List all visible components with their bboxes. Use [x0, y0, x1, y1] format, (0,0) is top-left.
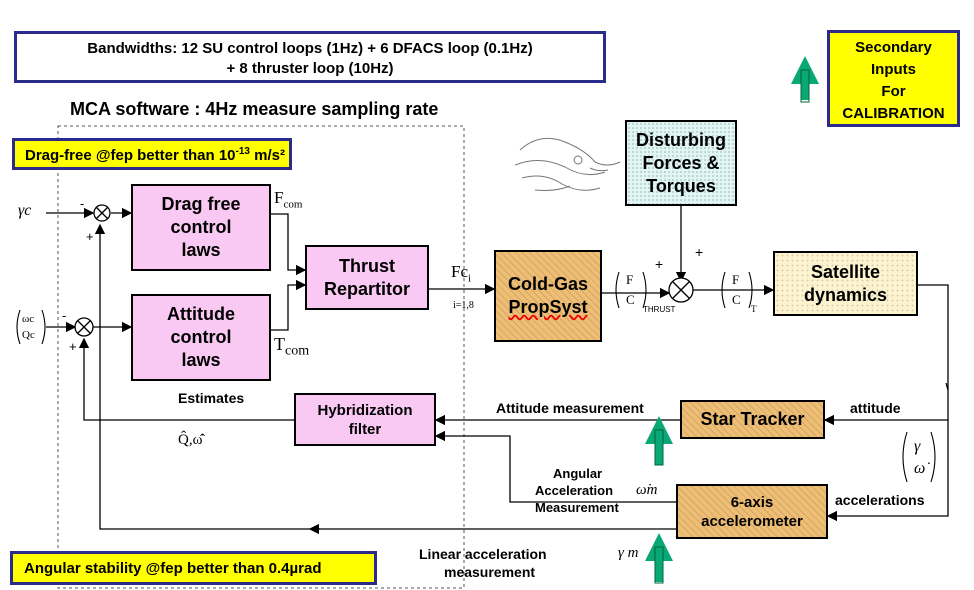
- omega-m-label: ω̇m: [636, 482, 658, 498]
- block-line: Cold-Gas: [507, 274, 588, 294]
- block-line: laws: [181, 350, 221, 370]
- block-line: accelerometer: [701, 512, 803, 530]
- t-com-sub: com: [285, 343, 310, 359]
- angular-acc-label-1: Angular: [553, 466, 603, 481]
- q-c-label: Qc: [22, 329, 35, 341]
- linear-acc-label-1: Linear acceleration: [419, 546, 547, 562]
- block-line: Attitude: [167, 304, 235, 324]
- star-tracker-block: Star Tracker: [680, 400, 825, 439]
- estimates-label: Estimates: [178, 390, 245, 406]
- plus-sign: +: [69, 339, 77, 354]
- t-com-main: T: [274, 334, 285, 354]
- angular-acc-label-2: Acceleration: [535, 483, 614, 498]
- f-thrust-f: F: [626, 272, 634, 287]
- accelerations-label: accelerations: [835, 492, 925, 508]
- bandwidths-box: Bandwidths: 12 SU control loops (1Hz) + …: [14, 31, 606, 83]
- f-t-c: C: [732, 292, 741, 307]
- secondary-line3: For: [881, 83, 906, 100]
- gamma-c-label: γc: [18, 202, 32, 219]
- block-line: dynamics: [803, 284, 888, 305]
- block-line: 6-axis: [730, 493, 774, 511]
- block-line: Disturbing: [636, 129, 726, 150]
- angular-stability-banner: Angular stability @fep better than 0.4µr…: [10, 551, 377, 585]
- plus-sign: +: [655, 256, 664, 272]
- block-line: Drag free: [161, 194, 241, 214]
- drag-free-control-block: Drag free control laws: [131, 184, 271, 271]
- drag-free-exponent: -13: [235, 146, 250, 157]
- t-sub: T: [751, 304, 757, 314]
- block-line: Repartitor: [323, 278, 410, 299]
- secondary-inputs-box: Secondary Inputs For CALIBRATION: [827, 30, 960, 127]
- mca-boundary: [57, 125, 465, 589]
- block-line: Satellite: [810, 261, 880, 282]
- drag-free-unit: m/s²: [249, 147, 285, 164]
- angular-acc-label-3: Measurement: [535, 500, 619, 515]
- wind-face-sketch: [514, 137, 621, 191]
- drag-free-text: Drag-free @fep better than 10: [25, 147, 236, 164]
- f-com-sub: com: [283, 198, 303, 211]
- f-t-f: F: [732, 272, 740, 287]
- linear-acc-label-2: measurement: [444, 564, 536, 580]
- omega-dot-vector-label: ω̇: [914, 460, 926, 477]
- gamma-vector-label: γ: [914, 438, 921, 455]
- block-line: PropSyst: [508, 297, 588, 317]
- omega-c-label: ωc: [22, 313, 35, 325]
- bandwidths-line2: + 8 thruster loop (10Hz): [226, 60, 394, 77]
- thrust-sub: THRUST: [643, 305, 676, 314]
- fc-i-label: Fci: [451, 262, 471, 284]
- block-line: control: [170, 217, 232, 237]
- minus-sign: -: [80, 196, 85, 211]
- block-line: Thrust: [338, 255, 395, 276]
- f-com-label: Fcom: [274, 188, 302, 210]
- attitude-label: attitude: [850, 400, 901, 416]
- plus-sign: +: [695, 244, 704, 260]
- block-line: Torques: [646, 175, 716, 196]
- secondary-line4: CALIBRATION: [842, 105, 945, 122]
- f-com-main: F: [274, 188, 284, 207]
- secondary-line2: Inputs: [871, 61, 916, 78]
- plus-sign: +: [86, 229, 94, 244]
- block-line: Forces &: [642, 152, 720, 173]
- f-thrust-c: C: [626, 292, 635, 307]
- bandwidths-line1: Bandwidths: 12 SU control loops (1Hz) + …: [87, 40, 533, 57]
- t-com-label: Tcom: [274, 334, 309, 360]
- i-range-label: i=1,8: [453, 300, 474, 311]
- fc-main: Fc: [451, 262, 468, 281]
- drag-free-banner: Drag-free @fep better than 10-13 m/s²: [12, 138, 292, 170]
- block-line: filter: [348, 420, 382, 438]
- fc-sub: i: [468, 272, 472, 285]
- attitude-control-block: Attitude control laws: [131, 294, 271, 381]
- attitude-measurement-label: Attitude measurement: [496, 400, 644, 416]
- block-line: laws: [181, 240, 221, 260]
- minus-sign: -: [62, 308, 67, 323]
- q-omega-hat-label: Q̂,ω̂̇: [178, 432, 203, 448]
- block-line: Hybridization: [317, 401, 413, 419]
- secondary-line1: Secondary: [855, 39, 932, 56]
- mca-title: MCA software : 4Hz measure sampling rate: [70, 99, 439, 119]
- block-line: control: [170, 327, 232, 347]
- gamma-m-label: γ m: [618, 545, 639, 561]
